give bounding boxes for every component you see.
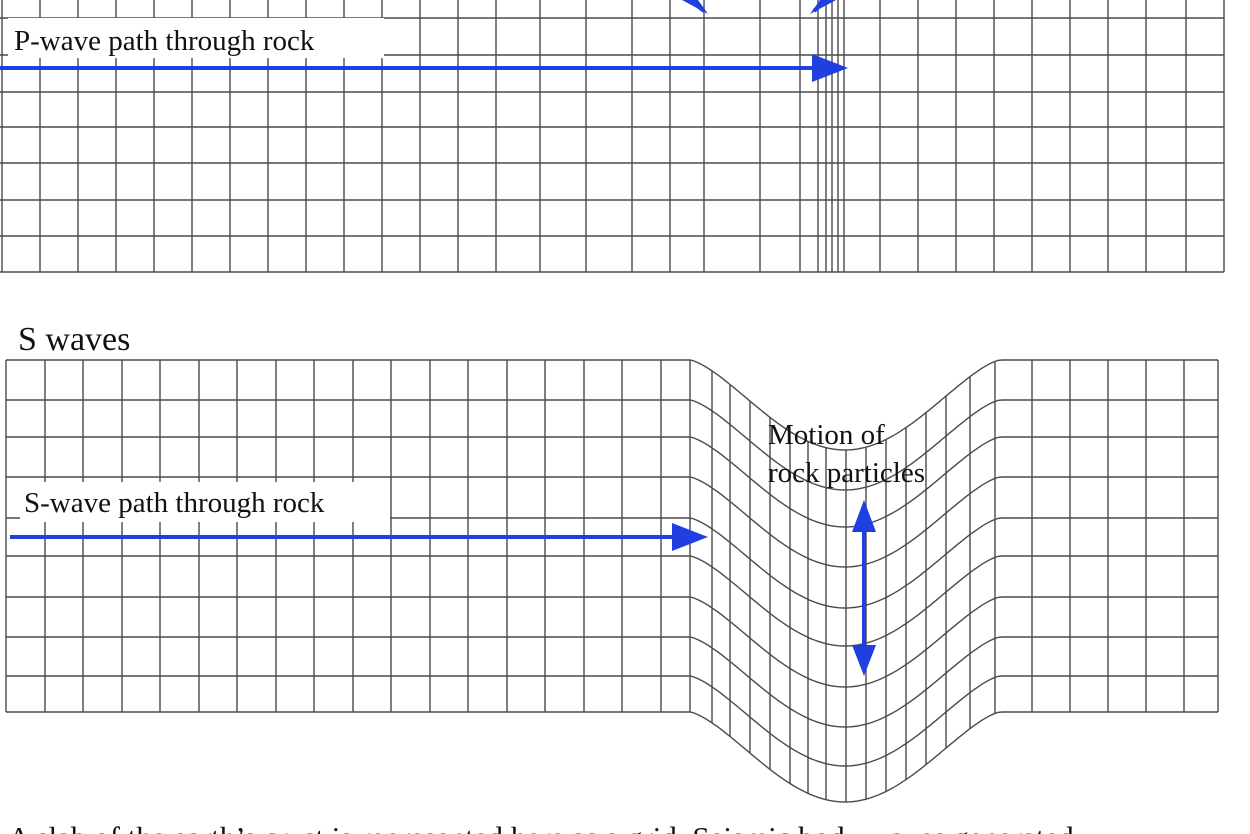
s-waves-heading: S waves bbox=[18, 321, 130, 358]
s-grid-horizontal-line bbox=[6, 359, 1218, 451]
s-grid-horizontal-line bbox=[6, 596, 1218, 688]
p-wave-label-background bbox=[8, 18, 384, 58]
p-wave-path-arrow bbox=[0, 54, 848, 82]
motion-label-line2: rock particles bbox=[768, 457, 925, 489]
caption-text: A slab of the earth’s crust is represent… bbox=[8, 820, 1074, 834]
p-wave-compression-arrow-left-head bbox=[682, 0, 708, 14]
p-wave-top-arrows bbox=[682, 0, 836, 14]
s-grid-horizontal-line bbox=[6, 517, 1218, 609]
s-grid-horizontal-line bbox=[6, 555, 1218, 647]
s-grid-horizontal-line bbox=[6, 636, 1218, 728]
s-grid-horizontal-line bbox=[6, 675, 1218, 767]
particle-motion-up-arrowhead bbox=[852, 500, 876, 532]
s-grid-horizontal-line bbox=[6, 711, 1218, 803]
s-grid-horizontal-line bbox=[6, 399, 1218, 491]
s-wave-label-background bbox=[20, 482, 390, 522]
particle-motion-down-arrowhead bbox=[852, 645, 876, 676]
particle-motion-double-arrow bbox=[852, 500, 876, 676]
p-wave-path-label: P-wave path through rock bbox=[14, 25, 315, 57]
p-wave-compression-arrow-right-head bbox=[810, 0, 836, 14]
s-grid-horizontal-line bbox=[6, 436, 1218, 528]
s-grid-horizontal-line bbox=[6, 476, 1218, 568]
s-wave-path-arrow bbox=[10, 523, 708, 551]
s-wave-path-label: S-wave path through rock bbox=[24, 487, 325, 519]
motion-label-line1: Motion of bbox=[768, 419, 885, 451]
s-wave-rock-grid bbox=[5, 359, 1219, 803]
